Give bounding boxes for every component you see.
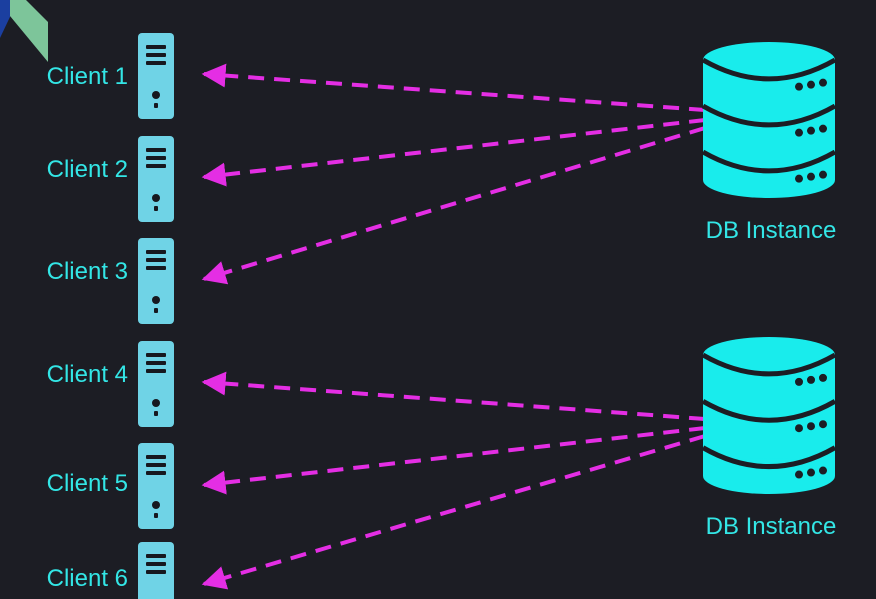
server-icon: [138, 238, 174, 324]
client-label: Client 4: [46, 361, 128, 388]
connection-arrow: [201, 118, 706, 187]
server-icon: [138, 341, 174, 427]
connection-arrow: [201, 371, 706, 421]
connection-arrows: [201, 63, 706, 590]
corner-decoration: [0, 0, 48, 62]
server-icon: [138, 542, 174, 599]
database-icon: [701, 337, 837, 494]
database-icons: [701, 42, 837, 494]
db-instance-label: DB Instance: [705, 513, 837, 540]
server-icon: [138, 136, 174, 222]
client-label: Client 3: [46, 258, 128, 285]
db-instance-label: DB Instance: [705, 217, 837, 244]
client-label: Client 1: [46, 63, 128, 90]
client-label: Client 2: [46, 156, 128, 183]
client-label: Client 5: [46, 470, 128, 497]
client-label: Client 6: [46, 565, 128, 592]
connection-arrow: [201, 63, 706, 112]
database-icon: [701, 42, 837, 198]
server-icon: [138, 443, 174, 529]
server-icon: [138, 33, 174, 119]
connection-arrow: [201, 126, 706, 285]
connection-arrow: [201, 426, 706, 495]
connection-arrow: [201, 434, 706, 590]
